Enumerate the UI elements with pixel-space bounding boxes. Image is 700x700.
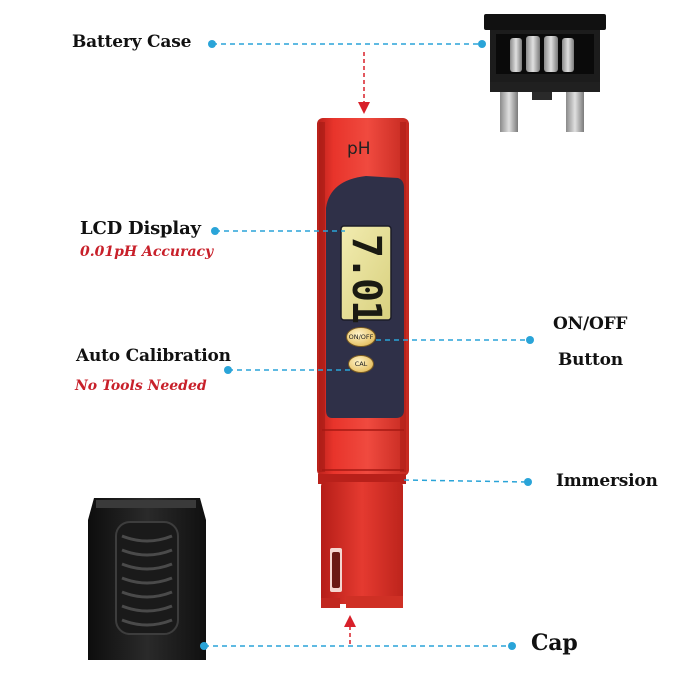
cap-label: Cap <box>531 630 578 656</box>
immersion-label: Immersion <box>556 471 658 491</box>
cap-image <box>88 498 206 660</box>
leader-line-cap <box>200 642 516 650</box>
leader-line-lcd <box>211 227 345 235</box>
lcd-accuracy-label: 0.01pH Accuracy <box>80 244 214 260</box>
battery-case-image <box>484 14 606 132</box>
arrow-up-from-cap <box>344 615 356 644</box>
battery-case-label: Battery Case <box>72 32 192 52</box>
leader-line-onoff <box>376 336 534 344</box>
on-off-button[interactable]: ON/OFF <box>346 327 376 347</box>
leader-line-battery <box>208 40 486 48</box>
leader-line-immersion <box>403 478 532 486</box>
on-off-label: ON/OFF <box>553 314 628 334</box>
lcd-display-label: LCD Display <box>80 218 201 239</box>
button-label: Button <box>558 350 623 370</box>
lcd-reading: 7.01 <box>343 233 389 323</box>
ph-label: pH <box>347 139 371 159</box>
no-tools-label: No Tools Needed <box>75 378 207 394</box>
leader-line-calibration <box>224 366 350 374</box>
arrow-down-to-battery <box>358 52 370 114</box>
ph-meter-pen <box>317 118 409 608</box>
cal-button[interactable]: CAL <box>348 355 374 373</box>
auto-calibration-label: Auto Calibration <box>76 346 231 366</box>
